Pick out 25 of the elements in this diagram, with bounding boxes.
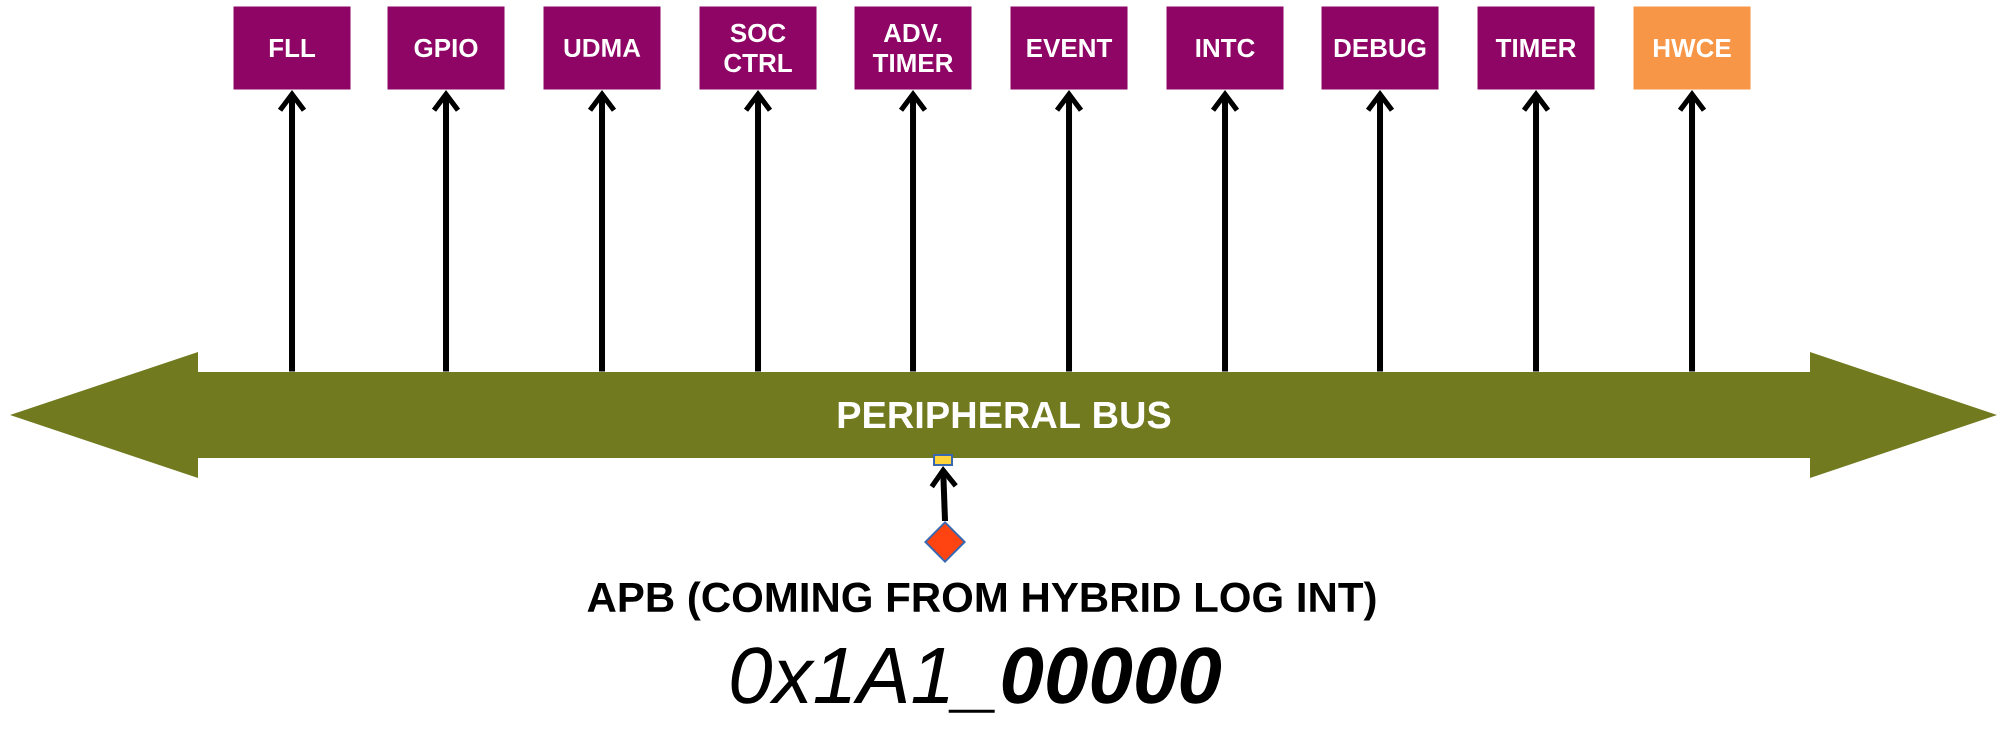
arrow: [277, 89, 307, 372]
port-diamond: [924, 521, 966, 563]
arrow: [431, 89, 461, 372]
arrow: [929, 466, 958, 522]
arrow: [1365, 89, 1395, 372]
caption-text: APB (COMING FROM HYBRID LOG INT): [587, 581, 1376, 621]
peripheral-box: ADV. TIMER: [854, 6, 972, 90]
port-box: [933, 454, 953, 466]
peripheral-box: SOC CTRL: [699, 6, 817, 90]
arrow: [1521, 89, 1551, 372]
peripheral-box: UDMA: [543, 6, 661, 90]
address-text: 0x1A1_00000: [731, 647, 1222, 713]
arrow: [743, 89, 773, 372]
peripheral-box: TIMER: [1477, 6, 1595, 90]
peripheral-box: GPIO: [387, 6, 505, 90]
arrow: [898, 89, 928, 372]
peripheral-box: HWCE: [1633, 6, 1751, 90]
peripheral-box: EVENT: [1010, 6, 1128, 90]
peripheral-box: INTC: [1166, 6, 1284, 90]
arrow: [1210, 89, 1240, 372]
arrow: [587, 89, 617, 372]
peripheral-box: DEBUG: [1321, 6, 1439, 90]
peripheral-box: FLL: [233, 6, 351, 90]
arrow: [1054, 89, 1084, 372]
arrow: [1677, 89, 1707, 372]
